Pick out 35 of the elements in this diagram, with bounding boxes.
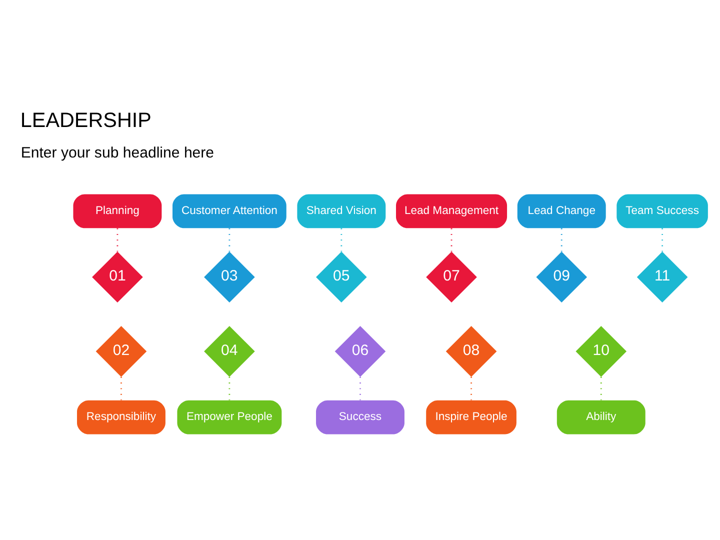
connector [470,376,472,400]
connector [228,376,230,400]
connector [120,376,122,400]
node-box: Ability [556,400,646,434]
node-box: Lead Change [517,194,606,228]
node-diamond: 01 [92,251,143,302]
node-box: Customer Attention [172,194,286,228]
label: Enter your sub headline here [20,144,214,161]
node-diamond: 07 [426,251,477,302]
node-box: Success [316,400,404,434]
node-box: Responsibility [77,400,166,434]
node-box: Empower People [177,400,282,434]
connector [340,228,342,252]
node-diamond: 02 [96,326,147,376]
node-box: Shared Vision [297,194,386,228]
connector [450,228,452,252]
connector [662,228,663,252]
node-box: Team Success [616,194,708,228]
node-box: Planning [73,194,162,228]
connector [228,228,230,252]
node-diamond: 10 [576,326,627,376]
node-diamond: 06 [334,326,386,376]
connector [600,376,602,400]
node-box: Lead Management [396,194,508,228]
node-diamond: 05 [316,251,367,302]
node-diamond: 11 [636,251,688,302]
node-box: Inspire People [426,400,516,434]
connector [116,228,118,252]
connector [560,228,562,252]
diagram-title: LEADERSHIP [20,108,152,132]
node-diamond: 04 [204,326,255,376]
node-diamond: 08 [446,326,497,376]
node-diamond: 03 [204,251,255,302]
node-diamond: 09 [536,251,588,302]
connector [360,376,361,400]
